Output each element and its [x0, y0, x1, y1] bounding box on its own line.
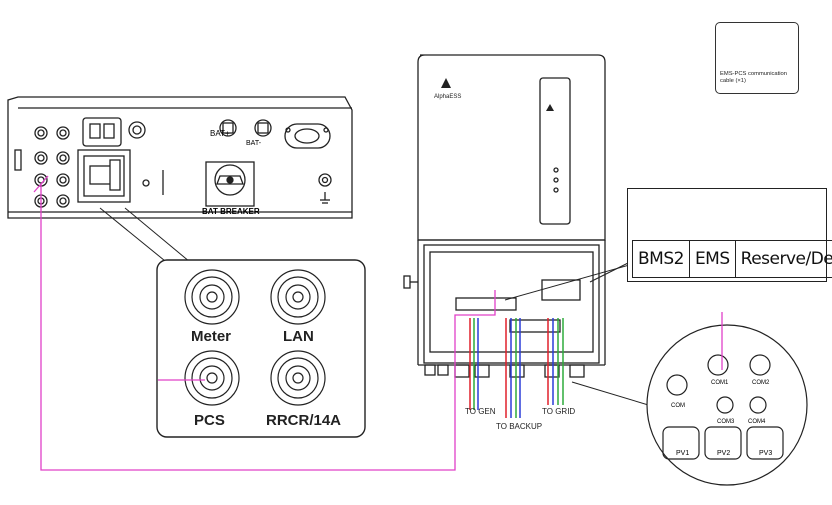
ac-wires [469, 318, 564, 418]
zoom-line [124, 207, 191, 263]
inverter-unit [403, 54, 606, 378]
com4-label: COM4 [748, 419, 766, 425]
port-label-meter: Meter [191, 328, 231, 345]
pv1-label: PV1 [676, 450, 689, 457]
pv3-label: PV3 [759, 450, 772, 457]
port-label-rrcr: RRCR/14A [266, 412, 341, 429]
bat-plus-label: BAT+ [210, 129, 230, 138]
breaker-label: BAT BREAKER [202, 207, 260, 216]
pv2-label: PV2 [717, 450, 730, 457]
to-backup-label: TO BACKUP [496, 422, 542, 431]
ems-pcs-cable [33, 175, 723, 471]
com3-label: COM3 [717, 419, 735, 425]
port-label-pcs: PCS [194, 412, 225, 429]
com1-label: COM1 [711, 380, 729, 386]
port-label-strip: BMS2 EMS Reserve/Debug [632, 240, 832, 278]
com2-label: COM2 [752, 380, 770, 386]
com-label: COM [671, 403, 685, 409]
inverter-logo-icon [441, 78, 554, 111]
zoom-line [589, 261, 631, 283]
zoom-line [99, 207, 171, 266]
inverter-brand: AlphaESS [434, 94, 461, 100]
port-reserve-debug: Reserve/Debug [740, 249, 832, 269]
battery-unit [7, 96, 353, 219]
port-bms2: BMS2 [633, 241, 690, 277]
to-grid-label: TO GRID [542, 407, 575, 416]
port-ems: EMS [690, 241, 736, 277]
port-callout [627, 188, 827, 282]
accessory-caption: EMS-PCS communication cable (×1) [720, 71, 788, 84]
port-label-lan: LAN [283, 328, 314, 345]
port-closeup-panel [156, 259, 366, 438]
accessory-box: EMS-PCS communication cable (×1) [715, 22, 799, 94]
com-panel [646, 324, 808, 486]
to-gen-label: TO GEN [465, 407, 496, 416]
bat-minus-label: BAT- [246, 140, 262, 147]
